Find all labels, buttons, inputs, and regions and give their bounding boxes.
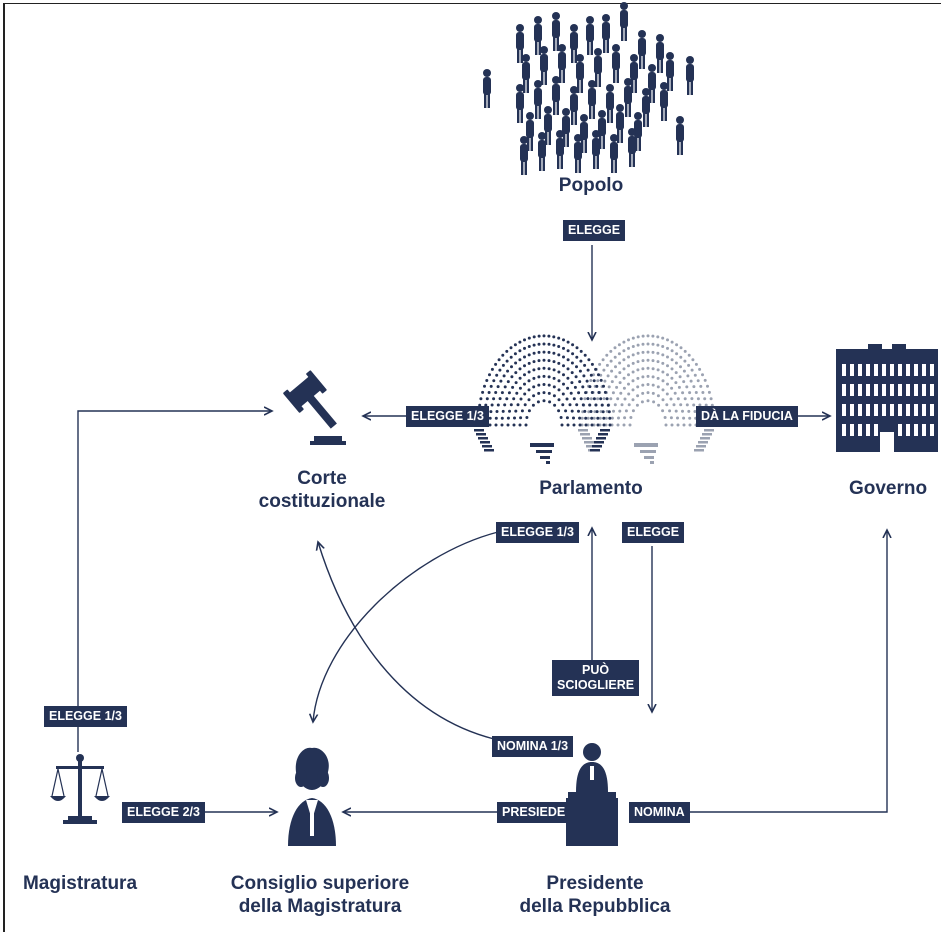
parliament-hemicycle-icon [474, 334, 716, 464]
diagram-frame [3, 3, 941, 932]
badge-parlamento-elegge-presidente: ELEGGE [622, 522, 685, 543]
badge-parlamento-fiducia-governo: DÀ LA FIDUCIA [696, 406, 798, 427]
badge-magistratura-elegge-csm: ELEGGE 2/3 [122, 802, 205, 823]
node-label-parlamento: Parlamento [539, 478, 643, 499]
crowd-icon [483, 2, 694, 175]
arrow-parlamento-csm [313, 531, 499, 722]
badge-presidente-scioglie-parlamento: PUÒ SCIOGLIERE [552, 660, 640, 696]
badge-popolo-elegge-parlamento: ELEGGE [563, 220, 626, 241]
node-label-corte-line1: Corte [297, 468, 347, 489]
badge-presidente-nomina-governo: NOMINA [629, 802, 690, 823]
badge-scioglie-line2: SCIOGLIERE [557, 678, 635, 692]
arrow-magistratura-corte [77, 411, 272, 752]
node-label-csm-line1: Consiglio superiore [230, 873, 410, 894]
badge-parlamento-elegge-csm: ELEGGE 1/3 [496, 522, 579, 543]
node-label-corte: Corte costituzionale [259, 467, 386, 513]
government-building-icon [836, 344, 938, 452]
node-label-csm-line2: della Magistratura [238, 896, 402, 917]
arrow-presidente-corte [318, 542, 495, 740]
scales-of-justice-icon [50, 754, 110, 824]
badge-parlamento-elegge-corte: ELEGGE 1/3 [406, 406, 489, 427]
badge-magistratura-elegge-corte: ELEGGE 1/3 [44, 706, 127, 727]
node-label-popolo: Popolo [558, 175, 624, 196]
badge-presidente-nomina-corte: NOMINA 1/3 [492, 736, 574, 757]
node-label-presidente: Presidente della Repubblica [520, 872, 671, 918]
node-label-governo: Governo [848, 478, 928, 499]
gavel-icon [283, 370, 346, 445]
node-label-magistratura: Magistratura [22, 873, 138, 894]
president-podium-icon [566, 743, 618, 846]
node-label-presidente-line2: della Repubblica [519, 896, 671, 917]
node-label-presidente-line1: Presidente [546, 873, 644, 894]
judge-icon [288, 747, 336, 846]
badge-scioglie-line1: PUÒ [582, 663, 610, 677]
node-label-corte-line2: costituzionale [258, 491, 386, 512]
arrow-presidente-governo [686, 530, 887, 813]
badge-presidente-presiede-csm: PRESIEDE [497, 802, 571, 823]
node-label-csm: Consiglio superiore della Magistratura [231, 872, 409, 918]
